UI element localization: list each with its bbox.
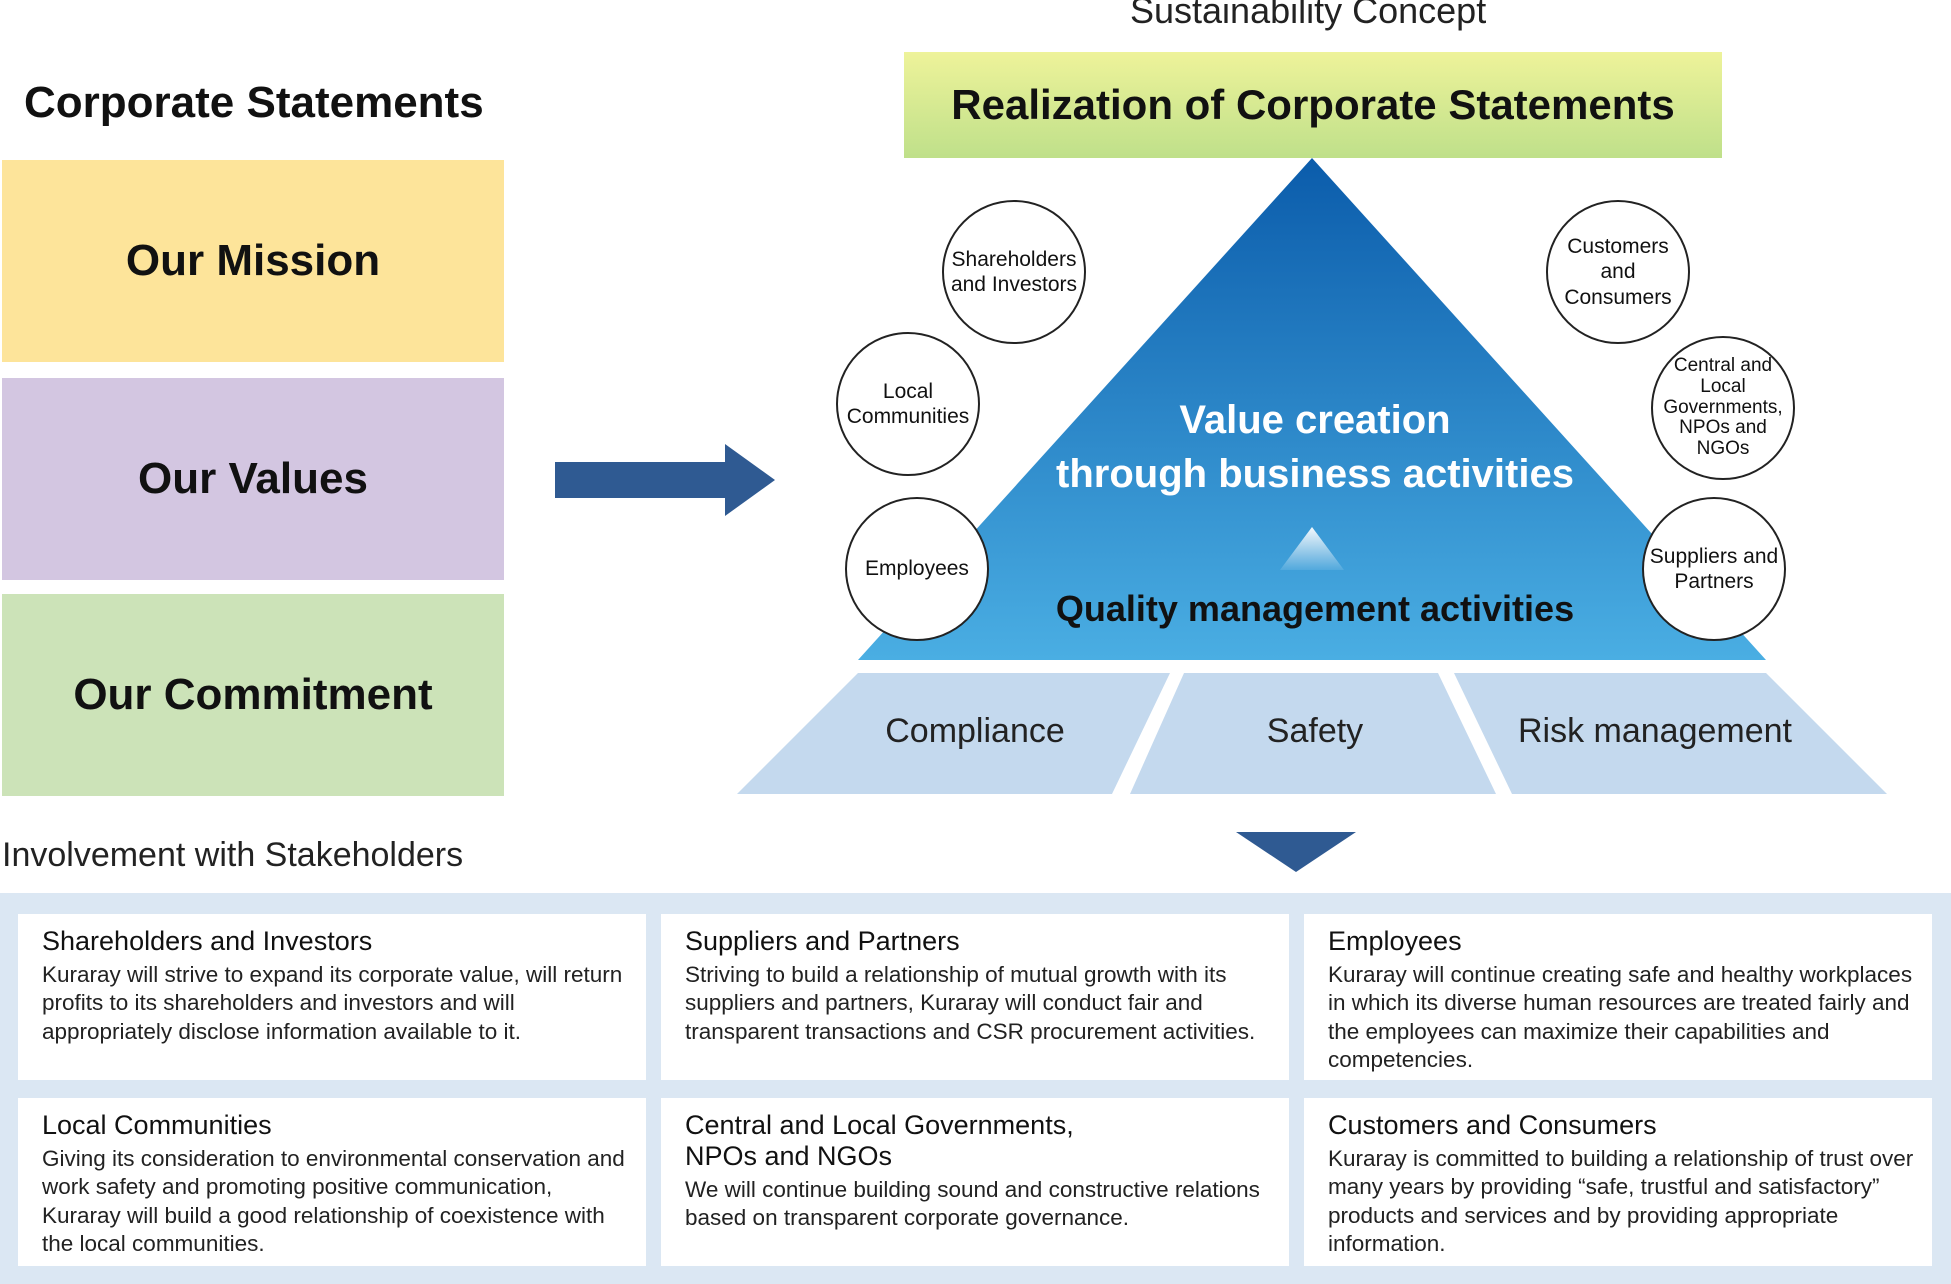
card-title: Central and Local Governments, NPOs and … (685, 1110, 1074, 1172)
base-risk-shape (1454, 673, 1887, 794)
circle-local-communities: Local Communities (836, 332, 980, 476)
base-safety-shape (1130, 673, 1496, 794)
quality-management-label: Quality management activities (1055, 588, 1575, 629)
realization-box: Realization of Corporate Statements (904, 52, 1722, 158)
card-body: Giving its consideration to environmenta… (42, 1146, 625, 1257)
safety-label: Safety (1266, 712, 1364, 750)
upward-triangle-icon (1280, 527, 1344, 570)
card-customers: Customers and Consumers Kuraray is commi… (1304, 1098, 1932, 1266)
card-body: Kuraray will strive to expand its corpor… (42, 962, 623, 1044)
circle-shareholders: Shareholders and Investors (942, 200, 1086, 344)
card-suppliers: Suppliers and Partners Striving to build… (661, 914, 1289, 1080)
risk-management-label: Risk management (1517, 712, 1792, 750)
card-local-communities: Local Communities Giving its considerati… (18, 1098, 646, 1266)
our-commitment-box: Our Commitment (2, 594, 504, 796)
card-body: Kuraray is committed to building a relat… (1328, 1146, 1914, 1257)
corporate-statements-title: Corporate Statements (24, 78, 484, 127)
card-title: Customers and Consumers (1328, 1110, 1657, 1140)
card-governments: Central and Local Governments, NPOs and … (661, 1098, 1289, 1266)
circle-customers: Customers and Consumers (1546, 200, 1690, 344)
card-body: Kuraray will continue creating safe and … (1328, 962, 1913, 1073)
card-employees: Employees Kuraray will continue creating… (1304, 914, 1932, 1080)
card-title: Local Communities (42, 1110, 272, 1140)
compliance-label: Compliance (885, 712, 1065, 750)
base-compliance-shape (737, 673, 1170, 794)
involvement-title: Involvement with Stakeholders (2, 836, 464, 874)
our-mission-box: Our Mission (2, 160, 504, 362)
card-title: Employees (1328, 926, 1462, 956)
value-creation-line2: through business activities (1056, 452, 1574, 496)
right-arrow-icon (555, 444, 775, 516)
sustainability-concept-title: Sustainability Concept (1130, 0, 1487, 31)
card-title: Shareholders and Investors (42, 926, 373, 956)
circle-employees: Employees (845, 497, 989, 641)
card-body: We will continue building sound and cons… (685, 1177, 1260, 1231)
circle-governments: Central and Local Governments, NPOs and … (1651, 336, 1795, 480)
our-values-box: Our Values (2, 378, 504, 580)
card-shareholders: Shareholders and Investors Kuraray will … (18, 914, 646, 1080)
value-creation-line1: Value creation (1179, 398, 1451, 442)
down-arrow-icon (1236, 832, 1356, 872)
card-title: Suppliers and Partners (685, 926, 960, 956)
card-body: Striving to build a relationship of mutu… (685, 962, 1256, 1044)
circle-suppliers: Suppliers and Partners (1642, 497, 1786, 641)
value-triangle (858, 158, 1766, 660)
